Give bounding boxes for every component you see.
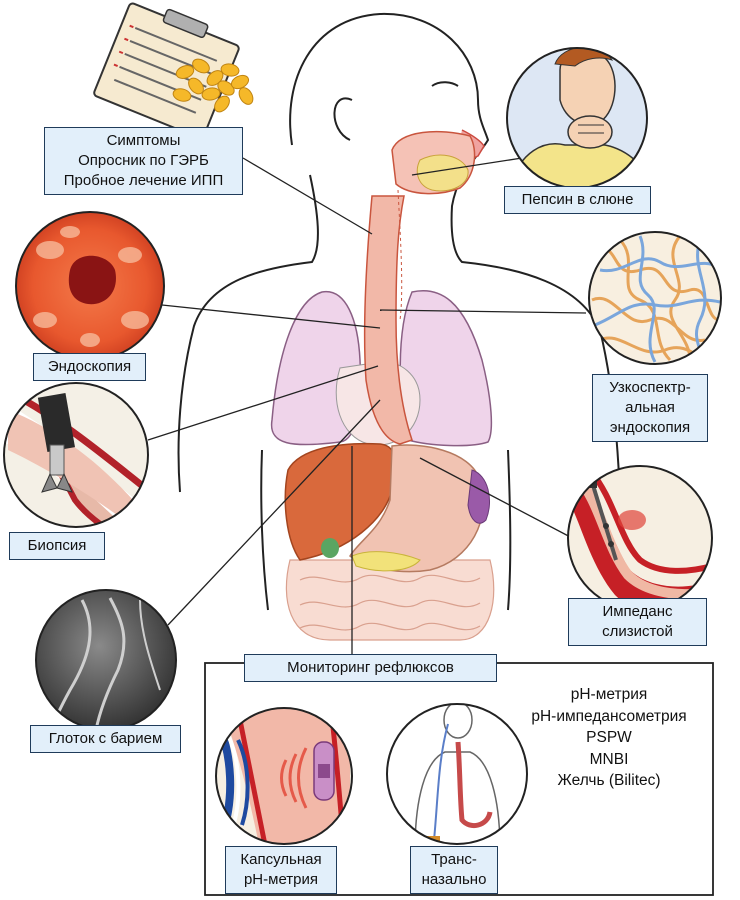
- label-biopsy: Биопсия: [9, 532, 105, 560]
- biopsy-forceps-icon: [3, 382, 149, 528]
- ear: [333, 97, 353, 141]
- method-bile: Желчь (Bilitec): [557, 772, 661, 789]
- method-pspw: PSPW: [586, 729, 632, 746]
- label-symptoms: Симптомы Опросник по ГЭРБ Пробное лечени…: [44, 127, 243, 195]
- transnasal-line-2: назально: [421, 871, 487, 888]
- method-mnbi: MNBI: [589, 750, 629, 768]
- eye: [431, 81, 459, 87]
- label-pepsin: Пепсин в слюне: [504, 186, 651, 214]
- capsule-icon: [215, 707, 353, 845]
- capsule-line-1: Капсульная: [240, 851, 322, 868]
- label-monitoring: Мониторинг рефлюксов: [244, 654, 497, 682]
- reflux-methods-list: pH-метрия pH-импедансометрия PSPW MNBI Ж…: [520, 684, 698, 792]
- pepsin-text: Пепсин в слюне: [521, 191, 634, 208]
- nbi-line-3: эндоскопия: [609, 419, 691, 436]
- nbi-view-icon: [588, 231, 722, 365]
- intestines: [285, 559, 495, 641]
- capsule-line-2: pH-метрия: [243, 871, 319, 888]
- biopsy-text: Биопсия: [27, 537, 87, 554]
- label-transnasal: Транс- назально: [410, 846, 498, 894]
- pills-icon: [172, 58, 254, 113]
- transnasal-line-1: Транс-: [431, 851, 477, 868]
- transnasal-catheter-icon: [386, 703, 528, 845]
- label-nbi: Узкоспектр- альная эндоскопия: [592, 374, 708, 442]
- symptoms-line-2: Опросник по ГЭРБ: [78, 152, 209, 169]
- impedance-line-2: слизистой: [602, 623, 673, 640]
- spleen: [467, 469, 490, 524]
- method-ph-impedance: pH-импедансометрия: [531, 707, 687, 725]
- label-impedance: Импеданс слизистой: [568, 598, 707, 646]
- monitoring-text: Мониторинг рефлюксов: [287, 659, 454, 676]
- label-barium: Глоток с барием: [30, 725, 181, 753]
- endoscopy-view-icon: [15, 211, 165, 361]
- symptoms-line-1: Симптомы: [106, 132, 181, 149]
- label-endoscopy: Эндоскопия: [33, 353, 146, 381]
- trachea: [397, 189, 403, 321]
- impedance-line-1: Импеданс: [602, 603, 673, 620]
- label-capsule: Капсульная pH-метрия: [225, 846, 337, 894]
- gallbladder: [321, 538, 339, 558]
- symptoms-line-3: Пробное лечение ИПП: [63, 172, 224, 189]
- callout-lines: [147, 157, 587, 655]
- tongue: [416, 154, 469, 192]
- clipboard-icon: [93, 2, 240, 139]
- endoscopy-text: Эндоскопия: [47, 358, 132, 375]
- nbi-line-2: альная: [625, 399, 675, 416]
- esophagus: [363, 195, 413, 445]
- stomach: [348, 444, 484, 573]
- barium-text: Глоток с барием: [48, 730, 163, 747]
- coughing-person-icon: [506, 47, 648, 189]
- method-ph: pH-метрия: [570, 686, 648, 703]
- nbi-line-1: Узкоспектр-: [609, 379, 691, 396]
- pancreas: [351, 551, 421, 572]
- barium-xray-icon: [35, 589, 177, 731]
